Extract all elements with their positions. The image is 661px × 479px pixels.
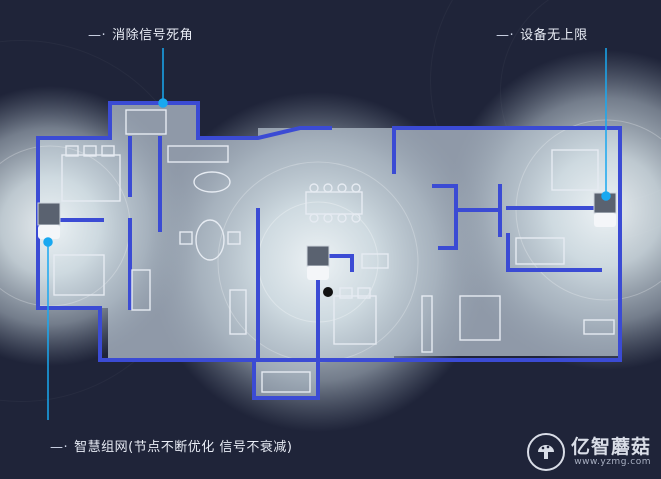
signal-coverage [0, 50, 661, 432]
callout-unlimited-devices: —· 设备无上限 [496, 24, 588, 43]
callout-text: 消除信号死角 [112, 28, 194, 43]
brand-url: www.yzmg.com [574, 456, 651, 467]
callout-dead-zone: —· 消除信号死角 [88, 24, 193, 43]
router-node [306, 245, 333, 297]
brand-text: 亿智蘑菇 www.yzmg.com [571, 437, 651, 468]
callout-text: 智慧组网(节点不断优化 信号不衰减) [74, 440, 293, 455]
furniture [53, 109, 615, 393]
callout-smart-mesh: —· 智慧组网(节点不断优化 信号不衰减) [50, 436, 292, 455]
router-node [37, 202, 61, 239]
brand-logo: 亿智蘑菇 www.yzmg.com [526, 433, 651, 471]
leader-lines [43, 48, 611, 420]
callout-dash: —· [88, 28, 107, 43]
callout-text: 设备无上限 [520, 28, 588, 43]
walls [36, 101, 622, 400]
callout-dash: —· [50, 440, 69, 455]
mushroom-icon [526, 433, 565, 471]
brand-name: 亿智蘑菇 [570, 435, 651, 458]
callout-dash: —· [496, 28, 515, 43]
router-node [593, 192, 617, 227]
